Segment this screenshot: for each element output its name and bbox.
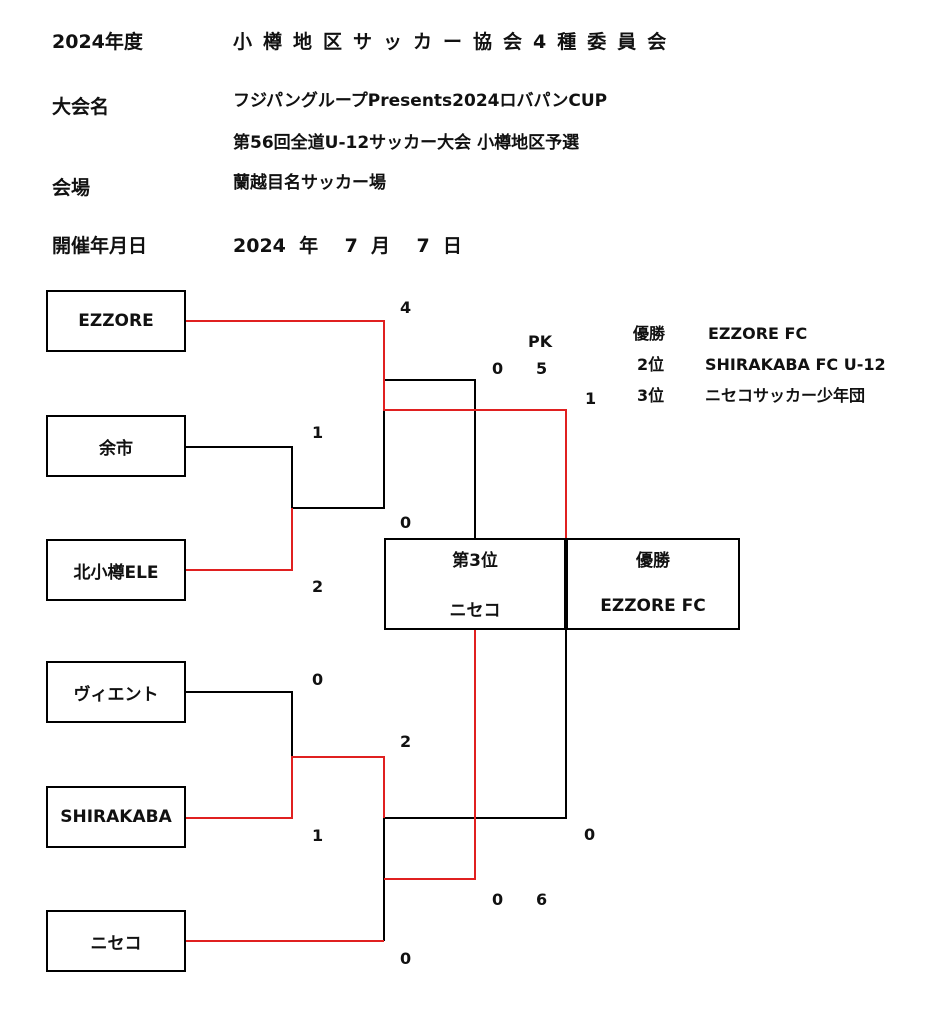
score-final-bottom: 0	[584, 825, 596, 844]
yoichi-line	[186, 446, 293, 508]
score-third-top: 0	[492, 359, 504, 378]
venue: 蘭越目名サッカー場	[233, 173, 386, 193]
result-rank-2: 2位	[637, 355, 665, 374]
kitaotaru-line	[186, 508, 293, 571]
team-box-niseko: ニセコ	[46, 910, 186, 972]
association-name: 小樽地区サッカー協会4種委員会	[233, 31, 678, 53]
team-box-ezzore: EZZORE	[46, 290, 186, 352]
shirakaba-line	[186, 756, 385, 819]
ezzore-line	[186, 320, 567, 538]
niseko-third-line	[384, 630, 476, 880]
result-team-2: SHIRAKABA FC U-12	[705, 355, 886, 374]
tournament-name-line1: フジパングループPresents2024ロバパンCUP	[233, 91, 608, 111]
score-kitaotaru: 2	[312, 577, 324, 596]
third-place-team: ニセコ	[449, 601, 501, 621]
venue-label: 会場	[52, 177, 91, 199]
team-box-vient: ヴィエント	[46, 661, 186, 723]
team-box-yoichi: 余市	[46, 415, 186, 477]
result-rank-1: 優勝	[633, 324, 666, 343]
score-top-semi-lower: 0	[400, 513, 412, 532]
tournament-label: 大会名	[52, 96, 110, 118]
score-niseko: 0	[400, 949, 412, 968]
third-top-line	[384, 379, 476, 538]
third-place-title: 第3位	[452, 551, 498, 571]
champion-team: EZZORE FC	[600, 596, 706, 616]
team-box-shirakaba: SHIRAKABA	[46, 786, 186, 848]
result-rank-3: 3位	[637, 386, 665, 405]
champion-box: 優勝 EZZORE FC	[566, 538, 740, 630]
pk-label: PK	[528, 332, 553, 351]
score-third-bottom-pk: 6	[536, 890, 548, 909]
third-place-box: 第3位 ニセコ	[384, 538, 566, 630]
date: 2024 年 7 月 7 日	[233, 235, 462, 257]
r2-top-lower	[292, 380, 385, 509]
champion-title: 優勝	[636, 551, 670, 571]
score-bottom-semi-upper: 2	[400, 732, 412, 751]
year-label: 2024年度	[52, 31, 143, 53]
team-box-kitaotaru: 北小樽ELE	[46, 539, 186, 601]
score-ezzore: 4	[400, 298, 412, 317]
final-bottom-line	[384, 630, 567, 819]
score-third-top-pk: 5	[536, 359, 548, 378]
vient-line	[186, 691, 293, 757]
score-third-bottom: 0	[492, 890, 504, 909]
result-team-3: ニセコサッカー少年団	[705, 386, 866, 405]
score-final-top: 1	[585, 389, 597, 408]
score-yoichi: 1	[312, 423, 324, 442]
score-shirakaba: 1	[312, 826, 324, 845]
date-label: 開催年月日	[52, 235, 148, 257]
score-vient: 0	[312, 670, 324, 689]
tournament-name-line2: 第56回全道U-12サッカー大会 小樽地区予選	[233, 133, 580, 153]
result-team-1: EZZORE FC	[708, 324, 808, 343]
